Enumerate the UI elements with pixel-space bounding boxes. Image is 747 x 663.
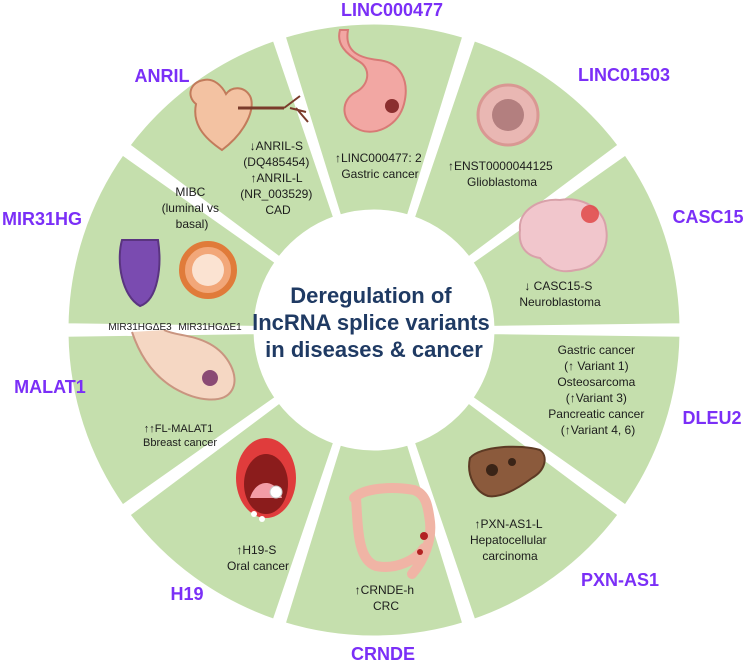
liver-icon bbox=[468, 445, 546, 498]
segment-texts: ↑LINC000477: 2 Gastric cancer ↑ENST00000… bbox=[108, 139, 647, 613]
segment-malat1-text: ↑↑FL-MALAT1 Bbreast cancer bbox=[143, 423, 217, 449]
segment-linc000477-text: ↑LINC000477: 2 Gastric cancer bbox=[335, 151, 425, 181]
segment-casc15-text: ↓ CASC15-S Neuroblastoma bbox=[519, 279, 601, 309]
segment-dleu2-text: Gastric cancer (↑ Variant 1) Osteosarcom… bbox=[548, 343, 647, 437]
label-mir31hg: MIR31HG bbox=[2, 209, 82, 229]
bladder-icon bbox=[118, 239, 237, 308]
tumor-cell-icon bbox=[476, 83, 540, 147]
label-crnde: CRNDE bbox=[351, 644, 415, 663]
heart-icon bbox=[189, 78, 309, 152]
center-title-line-2: lncRNA splice variants bbox=[252, 310, 490, 335]
center-title-line-1: Deregulation of bbox=[290, 283, 452, 308]
center-circle bbox=[256, 212, 492, 448]
segment-pxn-as1-text: ↑PXN-AS1-L Hepatocellular carcinoma bbox=[470, 517, 550, 563]
segment-mir31hg-text: MIBC (luminal vs basal) bbox=[162, 185, 223, 231]
label-linc01503: LINC01503 bbox=[578, 65, 670, 85]
label-malat1: MALAT1 bbox=[14, 377, 86, 397]
breast-icon bbox=[131, 329, 236, 401]
segment-anril-text: ↓ANRIL-S (DQ485454) ↑ANRIL-L (NR_003529)… bbox=[240, 139, 315, 217]
label-h19: H19 bbox=[170, 584, 203, 604]
stomach-icon bbox=[338, 29, 407, 133]
mouth-icon bbox=[236, 438, 296, 522]
label-anril: ANRIL bbox=[135, 66, 190, 86]
colon-icon bbox=[349, 483, 436, 579]
brain-icon bbox=[518, 198, 608, 273]
segment-linc01503-text: ↑ENST0000044125 Glioblastoma bbox=[448, 159, 556, 189]
segment-h19-text: ↑H19-S Oral cancer bbox=[227, 543, 289, 573]
label-pxn-as1: PXN-AS1 bbox=[581, 570, 659, 590]
mir31hg-de1-label: MIR31HGΔE1 bbox=[178, 322, 242, 333]
mir31hg-de3-label: MIR31HGΔE3 bbox=[108, 322, 172, 333]
label-linc000477: LINC000477 bbox=[341, 0, 443, 20]
label-dleu2: DLEU2 bbox=[682, 408, 741, 428]
segment-crnde-text: ↑CRNDE-h CRC bbox=[355, 583, 418, 613]
center-title: Deregulation of lncRNA splice variants i… bbox=[252, 283, 496, 362]
label-casc15: CASC15 bbox=[672, 207, 743, 227]
center-title-line-3: in diseases & cancer bbox=[265, 337, 483, 362]
